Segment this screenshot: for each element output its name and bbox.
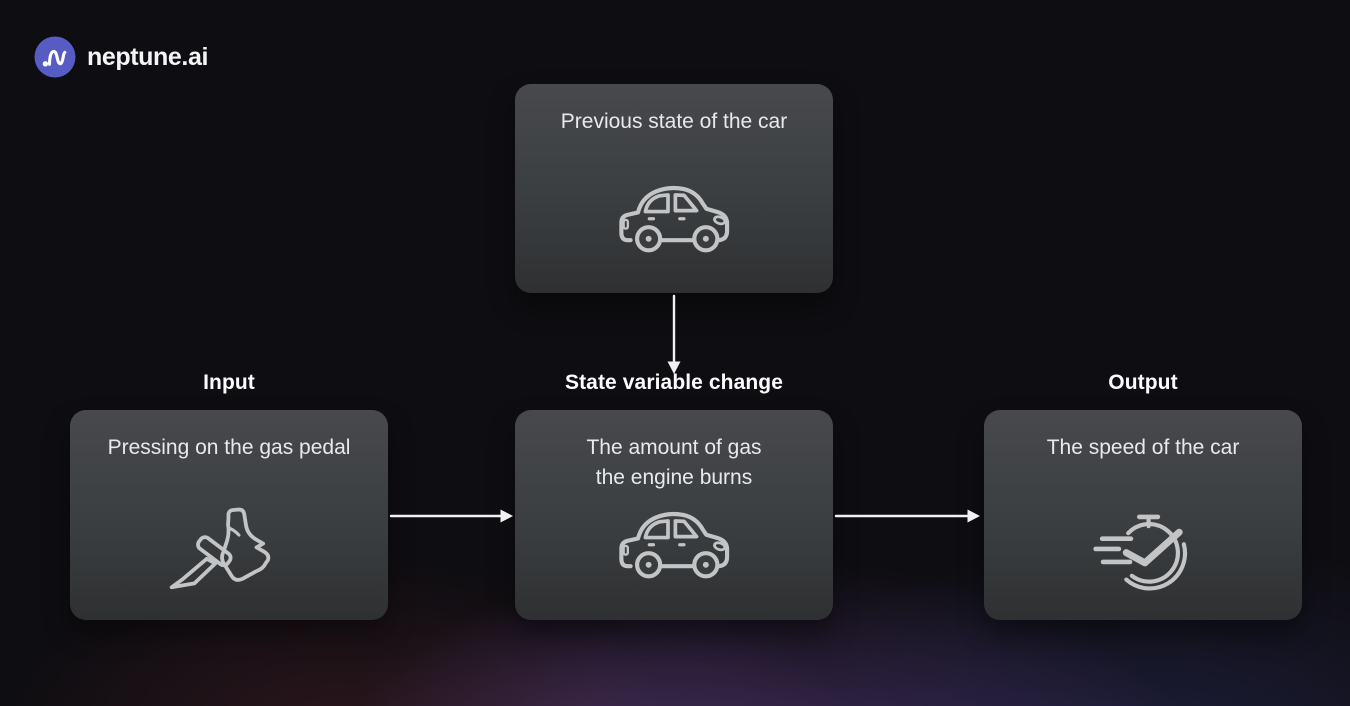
previous-state-card: Previous state of the car — [515, 84, 833, 293]
arrow-right-1 — [389, 509, 513, 523]
output-label: Output — [1108, 371, 1178, 394]
car-icon — [515, 182, 833, 256]
input-label: Input — [203, 371, 255, 394]
car-icon — [515, 508, 833, 582]
arrow-down — [667, 294, 681, 374]
brand: neptune.ai — [34, 36, 208, 78]
output-card: The speed of the car — [984, 410, 1302, 620]
previous-state-text: Previous state of the car — [560, 110, 788, 133]
brand-name: neptune.ai — [87, 42, 209, 71]
stopwatch-check-icon — [984, 509, 1302, 597]
arrow-right-2 — [834, 509, 980, 523]
output-text: The speed of the car — [1046, 436, 1240, 459]
state-variable-change-card: The amount of gas the engine burns — [515, 410, 833, 620]
state-variable-change-text: The amount of gas the engine burns — [515, 433, 833, 493]
state-text-line2: the engine burns — [595, 466, 753, 489]
gas-pedal-icon — [70, 500, 388, 600]
input-card: Pressing on the gas pedal — [70, 410, 388, 620]
state-text-line1: The amount of gas — [586, 436, 762, 459]
state-variable-change-label: State variable change — [564, 371, 784, 394]
input-text: Pressing on the gas pedal — [107, 436, 351, 459]
neptune-wave-icon — [34, 36, 76, 78]
